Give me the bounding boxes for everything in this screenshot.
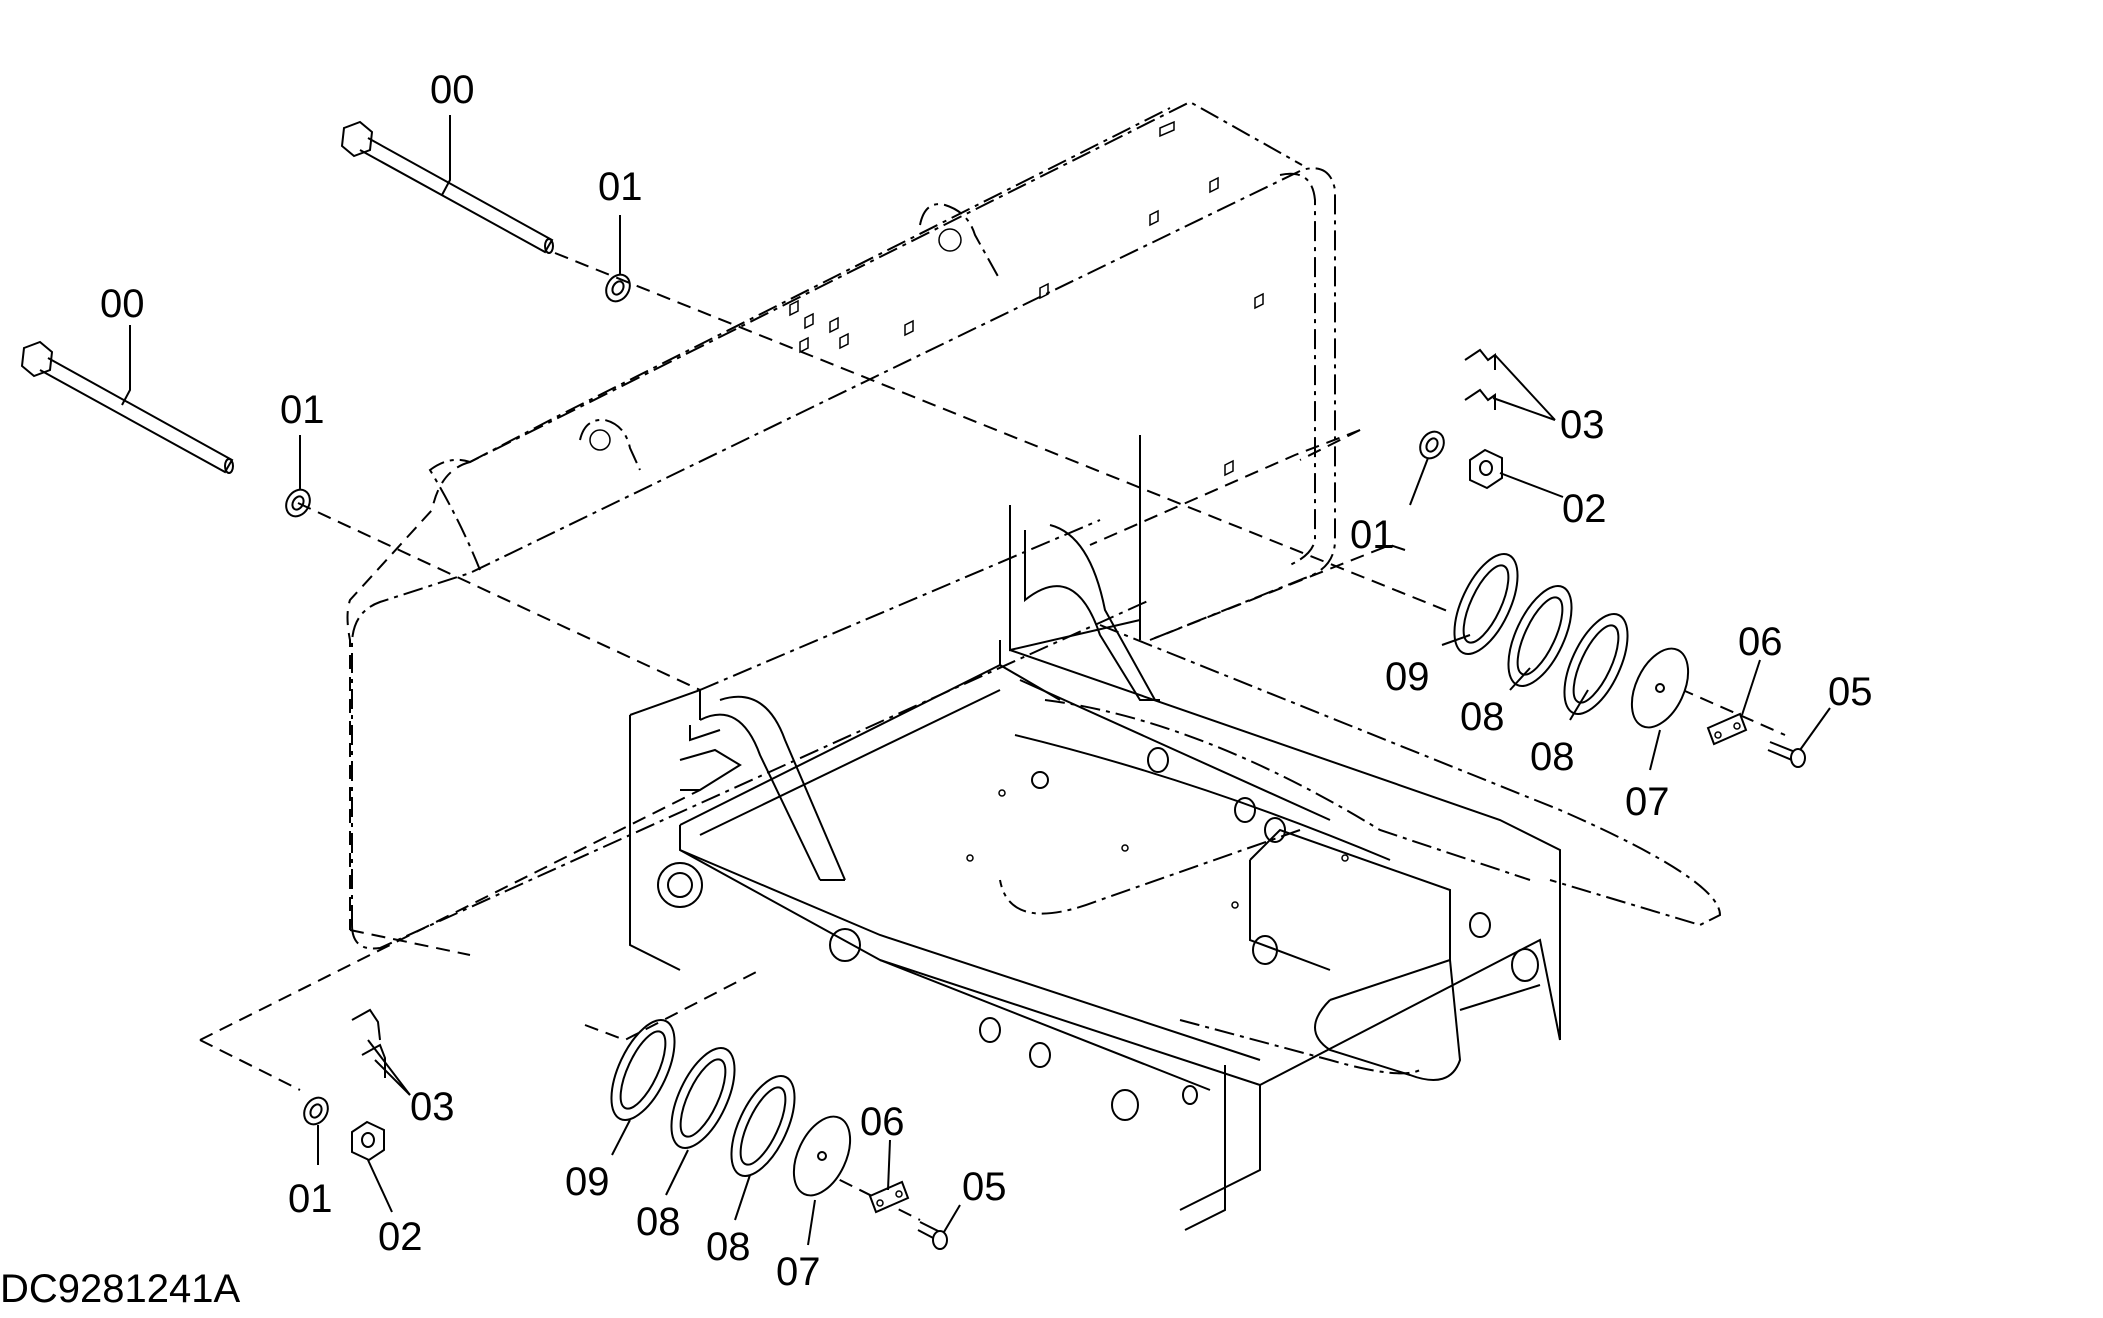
leader-lines xyxy=(121,115,1831,1246)
nut-right xyxy=(1469,448,1503,490)
nut-left xyxy=(351,1120,385,1162)
washer-right xyxy=(1419,430,1445,460)
shim-09-right xyxy=(1453,553,1519,655)
center-lines xyxy=(199,252,1786,1221)
main-frame xyxy=(629,435,1722,1231)
label-nut-left: 02 xyxy=(378,1215,423,1259)
bolt-lower xyxy=(20,340,234,474)
clips-left xyxy=(351,1008,386,1078)
label-washer-bottom: 01 xyxy=(288,1177,333,1221)
label-lockplate06-right: 06 xyxy=(1738,620,1783,664)
shim-08a-right xyxy=(1507,585,1573,687)
label-plate07-left: 07 xyxy=(776,1250,821,1294)
label-shim09-left: 09 xyxy=(565,1160,610,1204)
plate-07-left xyxy=(792,1115,852,1197)
label-washer-right: 01 xyxy=(1350,513,1395,557)
label-plate07-right: 07 xyxy=(1625,780,1670,824)
label-lockplate06-left: 06 xyxy=(860,1100,905,1144)
label-bolt-lower: 00 xyxy=(100,282,145,326)
shim-08b-right xyxy=(1563,613,1629,715)
shim-08b-left xyxy=(730,1075,796,1177)
label-washer-left: 01 xyxy=(280,388,325,432)
label-shim08b-right: 08 xyxy=(1530,735,1575,779)
shim-08a-left xyxy=(670,1047,736,1149)
washer-left xyxy=(285,488,311,518)
label-washer-upper: 01 xyxy=(598,165,643,209)
lockplate-06-left xyxy=(868,1180,910,1214)
lockplate-06-right xyxy=(1706,712,1748,746)
label-shim08a-left: 08 xyxy=(636,1200,681,1244)
washer-bottom xyxy=(303,1096,329,1126)
counterweight-outline xyxy=(346,100,1336,956)
shim-09-left xyxy=(610,1019,676,1121)
washer-upper xyxy=(605,273,631,303)
clips-right xyxy=(1464,348,1496,410)
label-clip-right: 03 xyxy=(1560,403,1605,447)
label-shim08b-left: 08 xyxy=(706,1225,751,1269)
label-clip-left: 03 xyxy=(410,1085,455,1129)
plate-07-right xyxy=(1630,647,1690,729)
label-bolt05-left: 05 xyxy=(962,1165,1007,1209)
label-bolt-upper: 00 xyxy=(430,68,475,112)
label-nut-right: 02 xyxy=(1562,487,1607,531)
bolt-upper xyxy=(340,120,554,254)
bolt-05-right xyxy=(1767,741,1806,768)
label-shim08a-right: 08 xyxy=(1460,695,1505,739)
label-bolt05-right: 05 xyxy=(1828,670,1873,714)
bolt-05-left xyxy=(917,1221,948,1250)
drawing-code: DC9281241A xyxy=(0,1267,240,1311)
label-shim09-right: 09 xyxy=(1385,655,1430,699)
